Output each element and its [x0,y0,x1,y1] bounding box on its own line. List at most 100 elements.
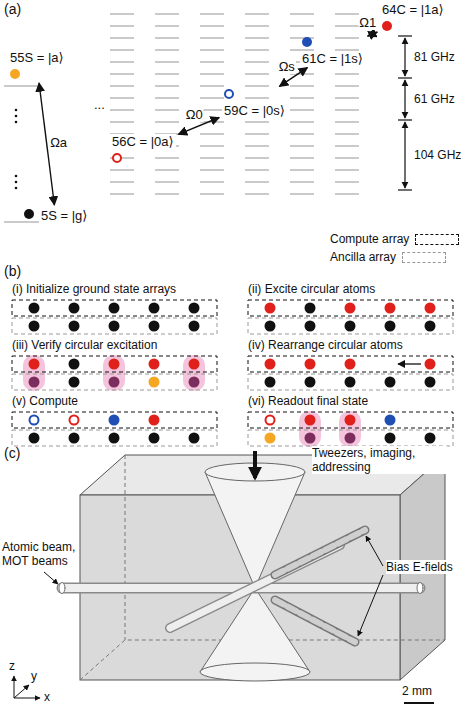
atom-arrays [29,321,40,332]
leader-lines [44,572,58,584]
beam-tubes [417,583,423,594]
energy-levels [155,25,179,27]
energy-levels [245,169,269,171]
frequency-scale [398,189,412,190]
atom-arrays [12,374,217,390]
atom-arrays [248,374,453,390]
beam-tubes [59,545,423,628]
energy-levels [155,193,179,195]
atom-arrays [248,318,453,334]
atom-arrays [149,377,160,388]
atom-arrays [149,415,160,426]
energy-levels [335,85,359,87]
annotation-label: x [44,690,50,704]
atom-arrays [149,303,160,314]
energy-levels [155,61,179,63]
energy-levels [110,169,134,171]
energy-levels [110,181,134,183]
atom-arrays [425,359,436,370]
frequency-scale [398,119,412,120]
energy-levels [155,85,179,87]
annotation-label: (i) Initialize ground state arrays [12,282,176,296]
atom-arrays [189,303,200,314]
state-label: 55S = |a⟩ [8,50,66,65]
energy-levels [110,121,134,123]
energy-levels [290,193,314,195]
frequency-scale [398,77,412,78]
state-label: 59C = |0s⟩ [222,103,287,118]
atom-arrays [69,303,80,314]
annotation-label: Atomic beam, MOT beams [2,540,78,568]
energy-levels [200,13,224,15]
frequency-scale [398,36,412,190]
energy-levels [155,37,179,39]
annotation-label: Tweezers, imaging, addressing [312,446,447,474]
atom-arrays [305,377,316,388]
atom-arrays [305,359,316,370]
annotation-label: (v) Compute [12,394,78,408]
annotation-label: (ii) Excite circular atoms [248,282,375,296]
atom-arrays [248,356,453,372]
atom-arrays [69,377,80,388]
annotation-label: Bias E-fields [386,560,453,574]
legend-swatch [415,234,459,245]
legend-entry: Ancilla array [330,250,446,264]
energy-levels [200,37,224,39]
energy-levels [200,133,224,135]
atom-arrays [345,303,356,314]
energy-levels [110,37,134,39]
energy-levels [245,37,269,39]
atom-arrays [299,411,321,447]
state-label: 64C = |1a⟩ [380,2,446,17]
energy-levels [290,169,314,171]
electrodes [275,530,365,642]
atom-arrays [109,433,120,444]
atom-arrays [103,355,125,391]
atom-arrays [385,415,396,426]
leader-lines [358,575,383,636]
energy-levels [335,145,359,147]
atom-arrays [189,377,200,388]
energy-levels [110,73,134,75]
legend-text: Compute array [330,232,409,246]
annotation-label: (a) [4,2,21,16]
scale-bar [404,703,434,704]
annotation-label: 2 mm [402,684,432,698]
atom-arrays [425,321,436,332]
annotation-label: (c) [4,446,20,460]
atom-arrays [109,359,120,370]
atom-arrays [69,359,80,370]
energy-state: 64C = |1a⟩ [380,2,446,32]
atom-dot [302,37,312,47]
energy-state: 55S = |a⟩ [8,50,66,80]
energy-levels [335,13,359,15]
energy-levels [200,157,224,159]
atom-arrays [345,377,356,388]
energy-levels [245,157,269,159]
energy-levels [245,73,269,75]
energy-levels [245,145,269,147]
atom-arrays [266,416,275,425]
electrodes [275,600,355,642]
atom-arrays [398,363,421,364]
energy-levels [290,85,314,87]
frequency-scale [404,38,405,76]
beam-tubes [59,583,65,594]
atom-arrays [109,377,120,388]
atom-arrays [149,321,160,332]
energy-levels [155,157,179,159]
energy-levels [245,13,269,15]
energy-levels [4,14,359,222]
atom-dot [224,89,234,99]
rabi-label: Ωa [49,136,68,150]
energy-levels [335,25,359,27]
atom-arrays [12,300,217,316]
energy-levels [245,181,269,183]
atom-arrays [385,321,396,332]
atom-arrays [265,433,276,444]
scale-bar [404,702,434,704]
ellipsis-dots [15,181,18,184]
atom-arrays [248,412,453,428]
energy-levels [245,25,269,27]
energy-levels [200,145,224,147]
